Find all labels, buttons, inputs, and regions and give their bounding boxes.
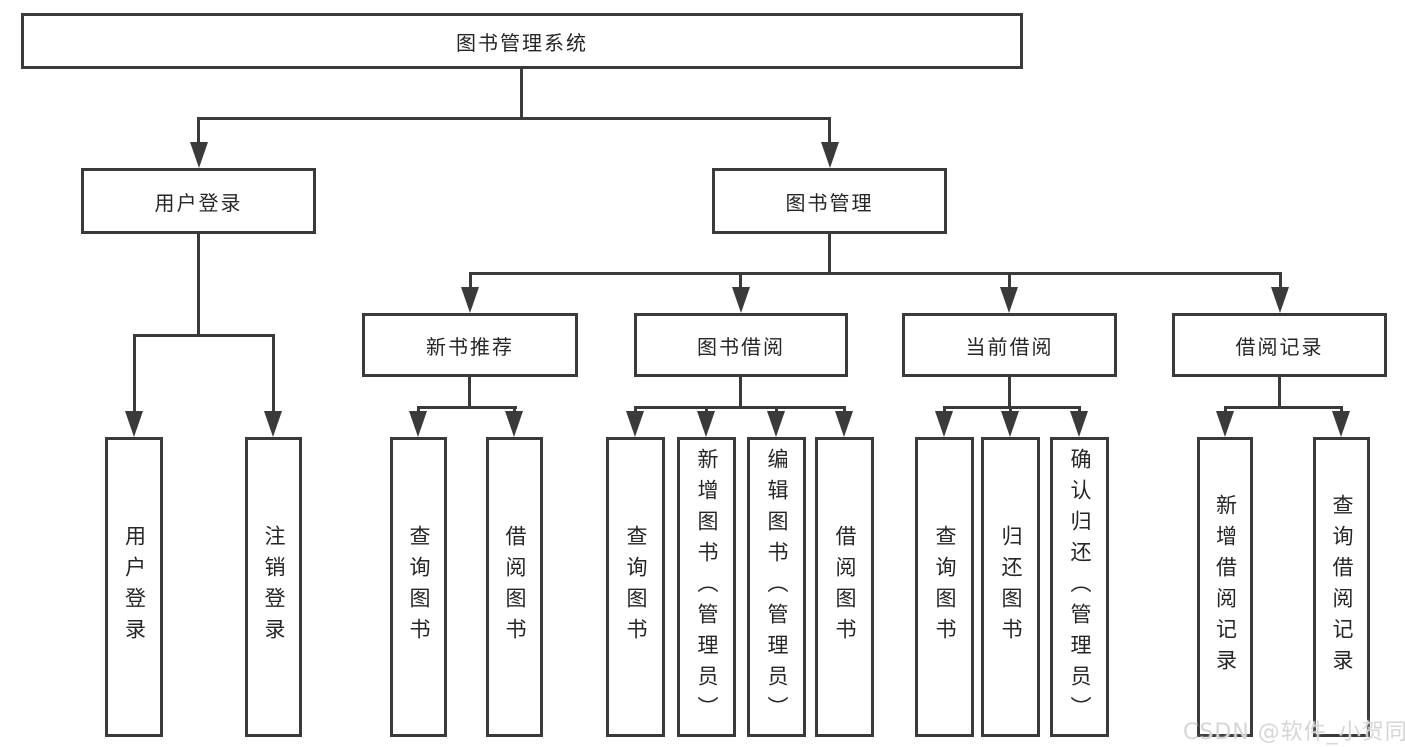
leaf-borrow-add-label: 新增图书（管理员） (695, 447, 719, 727)
leaf-record-add-label: 新增借阅记录 (1213, 494, 1238, 680)
connector-root-stem (520, 68, 523, 118)
leaf-borrow-borrow-label: 借阅图书 (833, 525, 857, 649)
leaf-user-login-label: 用户登录 (122, 525, 147, 649)
leaf-borrow-edit: 编辑图书（管理员） (747, 437, 806, 737)
connector-userlogin-stem (197, 234, 200, 336)
arrow-to-borrow-record (1271, 287, 1289, 313)
leaf-borrow-query-label: 查询图书 (624, 525, 648, 649)
arrow-to-book-borrow (732, 287, 750, 313)
arrow-to-leaf-newbook-borrow (505, 411, 523, 437)
connector-borrowrecord-stem (1278, 377, 1281, 408)
connector-borrowrecord-drop-1 (1224, 406, 1227, 414)
connector-bookmgmt-rail (469, 272, 1282, 275)
connector-currentborrow-stem (1008, 377, 1011, 408)
node-book-management: 图书管理 (712, 168, 947, 234)
arrow-to-leaf-user-login (125, 411, 143, 437)
leaf-logout-label: 注销登录 (262, 525, 286, 649)
connector-bookmgmt-drop-3 (1008, 272, 1011, 289)
leaf-borrow-borrow: 借阅图书 (815, 437, 874, 737)
connector-bookborrow-drop-4 (843, 406, 846, 414)
leaf-current-confirm-label: 确认归还（管理员） (1068, 447, 1092, 727)
node-root: 图书管理系统 (21, 13, 1023, 69)
leaf-current-query: 查询图书 (915, 437, 974, 737)
connector-bookborrow-drop-1 (634, 406, 637, 414)
arrow-to-leaf-record-add (1216, 411, 1234, 437)
connector-newbook-rail (417, 406, 517, 409)
connector-bookmgmt-stem (828, 234, 831, 275)
connector-userlogin-drop-1 (133, 334, 136, 414)
leaf-current-return: 归还图书 (981, 437, 1040, 737)
connector-newbook-drop-1 (417, 406, 420, 414)
connector-bookborrow-stem (739, 377, 742, 408)
connector-borrowrecord-rail (1224, 406, 1343, 409)
connector-bookmgmt-drop-1 (469, 272, 472, 289)
arrow-to-leaf-borrow-edit (767, 411, 785, 437)
connector-currentborrow-rail (943, 406, 1081, 409)
leaf-user-login: 用户登录 (105, 437, 163, 737)
leaf-logout: 注销登录 (245, 437, 302, 737)
leaf-borrow-query: 查询图书 (606, 437, 665, 737)
leaf-borrow-add: 新增图书（管理员） (677, 437, 736, 737)
connector-root-drop-left (197, 117, 200, 145)
arrow-to-leaf-borrow-borrow (835, 411, 853, 437)
arrow-to-leaf-newbook-query (409, 411, 427, 437)
node-new-book: 新书推荐 (362, 313, 578, 377)
arrow-to-leaf-current-query (935, 411, 953, 437)
leaf-record-add: 新增借阅记录 (1197, 437, 1253, 737)
connector-newbook-drop-2 (513, 406, 516, 414)
arrow-to-leaf-current-return (1001, 411, 1019, 437)
node-book-borrow: 图书借阅 (634, 313, 848, 377)
connector-bookmgmt-drop-2 (739, 272, 742, 289)
connector-bookborrow-rail (634, 406, 846, 409)
arrow-to-new-book (461, 287, 479, 313)
leaf-record-query-label: 查询借阅记录 (1330, 494, 1354, 680)
arrow-to-leaf-borrow-query (626, 411, 644, 437)
node-current-borrow: 当前借阅 (902, 313, 1117, 377)
arrow-to-user-login (190, 142, 208, 168)
leaf-newbook-borrow: 借阅图书 (486, 437, 543, 737)
arrow-to-leaf-borrow-add (697, 411, 715, 437)
connector-bookborrow-drop-2 (705, 406, 708, 414)
connector-root-drop-right (828, 117, 831, 145)
csdn-watermark: CSDN @软件_小贺同学 (1183, 720, 1405, 745)
arrow-to-book-management (821, 142, 839, 168)
connector-currentborrow-drop-2 (1009, 406, 1012, 414)
arrow-to-leaf-current-confirm (1070, 411, 1088, 437)
arrow-to-leaf-record-query (1332, 411, 1350, 437)
arrow-to-current-borrow (1000, 287, 1018, 313)
connector-currentborrow-drop-1 (943, 406, 946, 414)
node-user-login: 用户登录 (81, 168, 316, 234)
connector-currentborrow-drop-3 (1078, 406, 1081, 414)
connector-userlogin-drop-2 (272, 334, 275, 414)
leaf-current-confirm: 确认归还（管理员） (1050, 437, 1109, 737)
connector-root-rail (197, 117, 831, 120)
arrow-to-leaf-logout (264, 411, 282, 437)
leaf-newbook-query-label: 查询图书 (407, 525, 431, 649)
connector-newbook-stem (468, 377, 471, 408)
leaf-newbook-query: 查询图书 (390, 437, 447, 737)
leaf-newbook-borrow-label: 借阅图书 (503, 525, 527, 649)
connector-bookmgmt-drop-4 (1279, 272, 1282, 289)
leaf-current-query-label: 查询图书 (933, 525, 957, 649)
leaf-borrow-edit-label: 编辑图书（管理员） (765, 447, 789, 727)
connector-bookborrow-drop-3 (775, 406, 778, 414)
leaf-record-query: 查询借阅记录 (1313, 437, 1370, 737)
connector-borrowrecord-drop-2 (1340, 406, 1343, 414)
leaf-current-return-label: 归还图书 (999, 525, 1023, 649)
node-borrow-record: 借阅记录 (1172, 313, 1387, 377)
connector-userlogin-rail (133, 334, 275, 337)
